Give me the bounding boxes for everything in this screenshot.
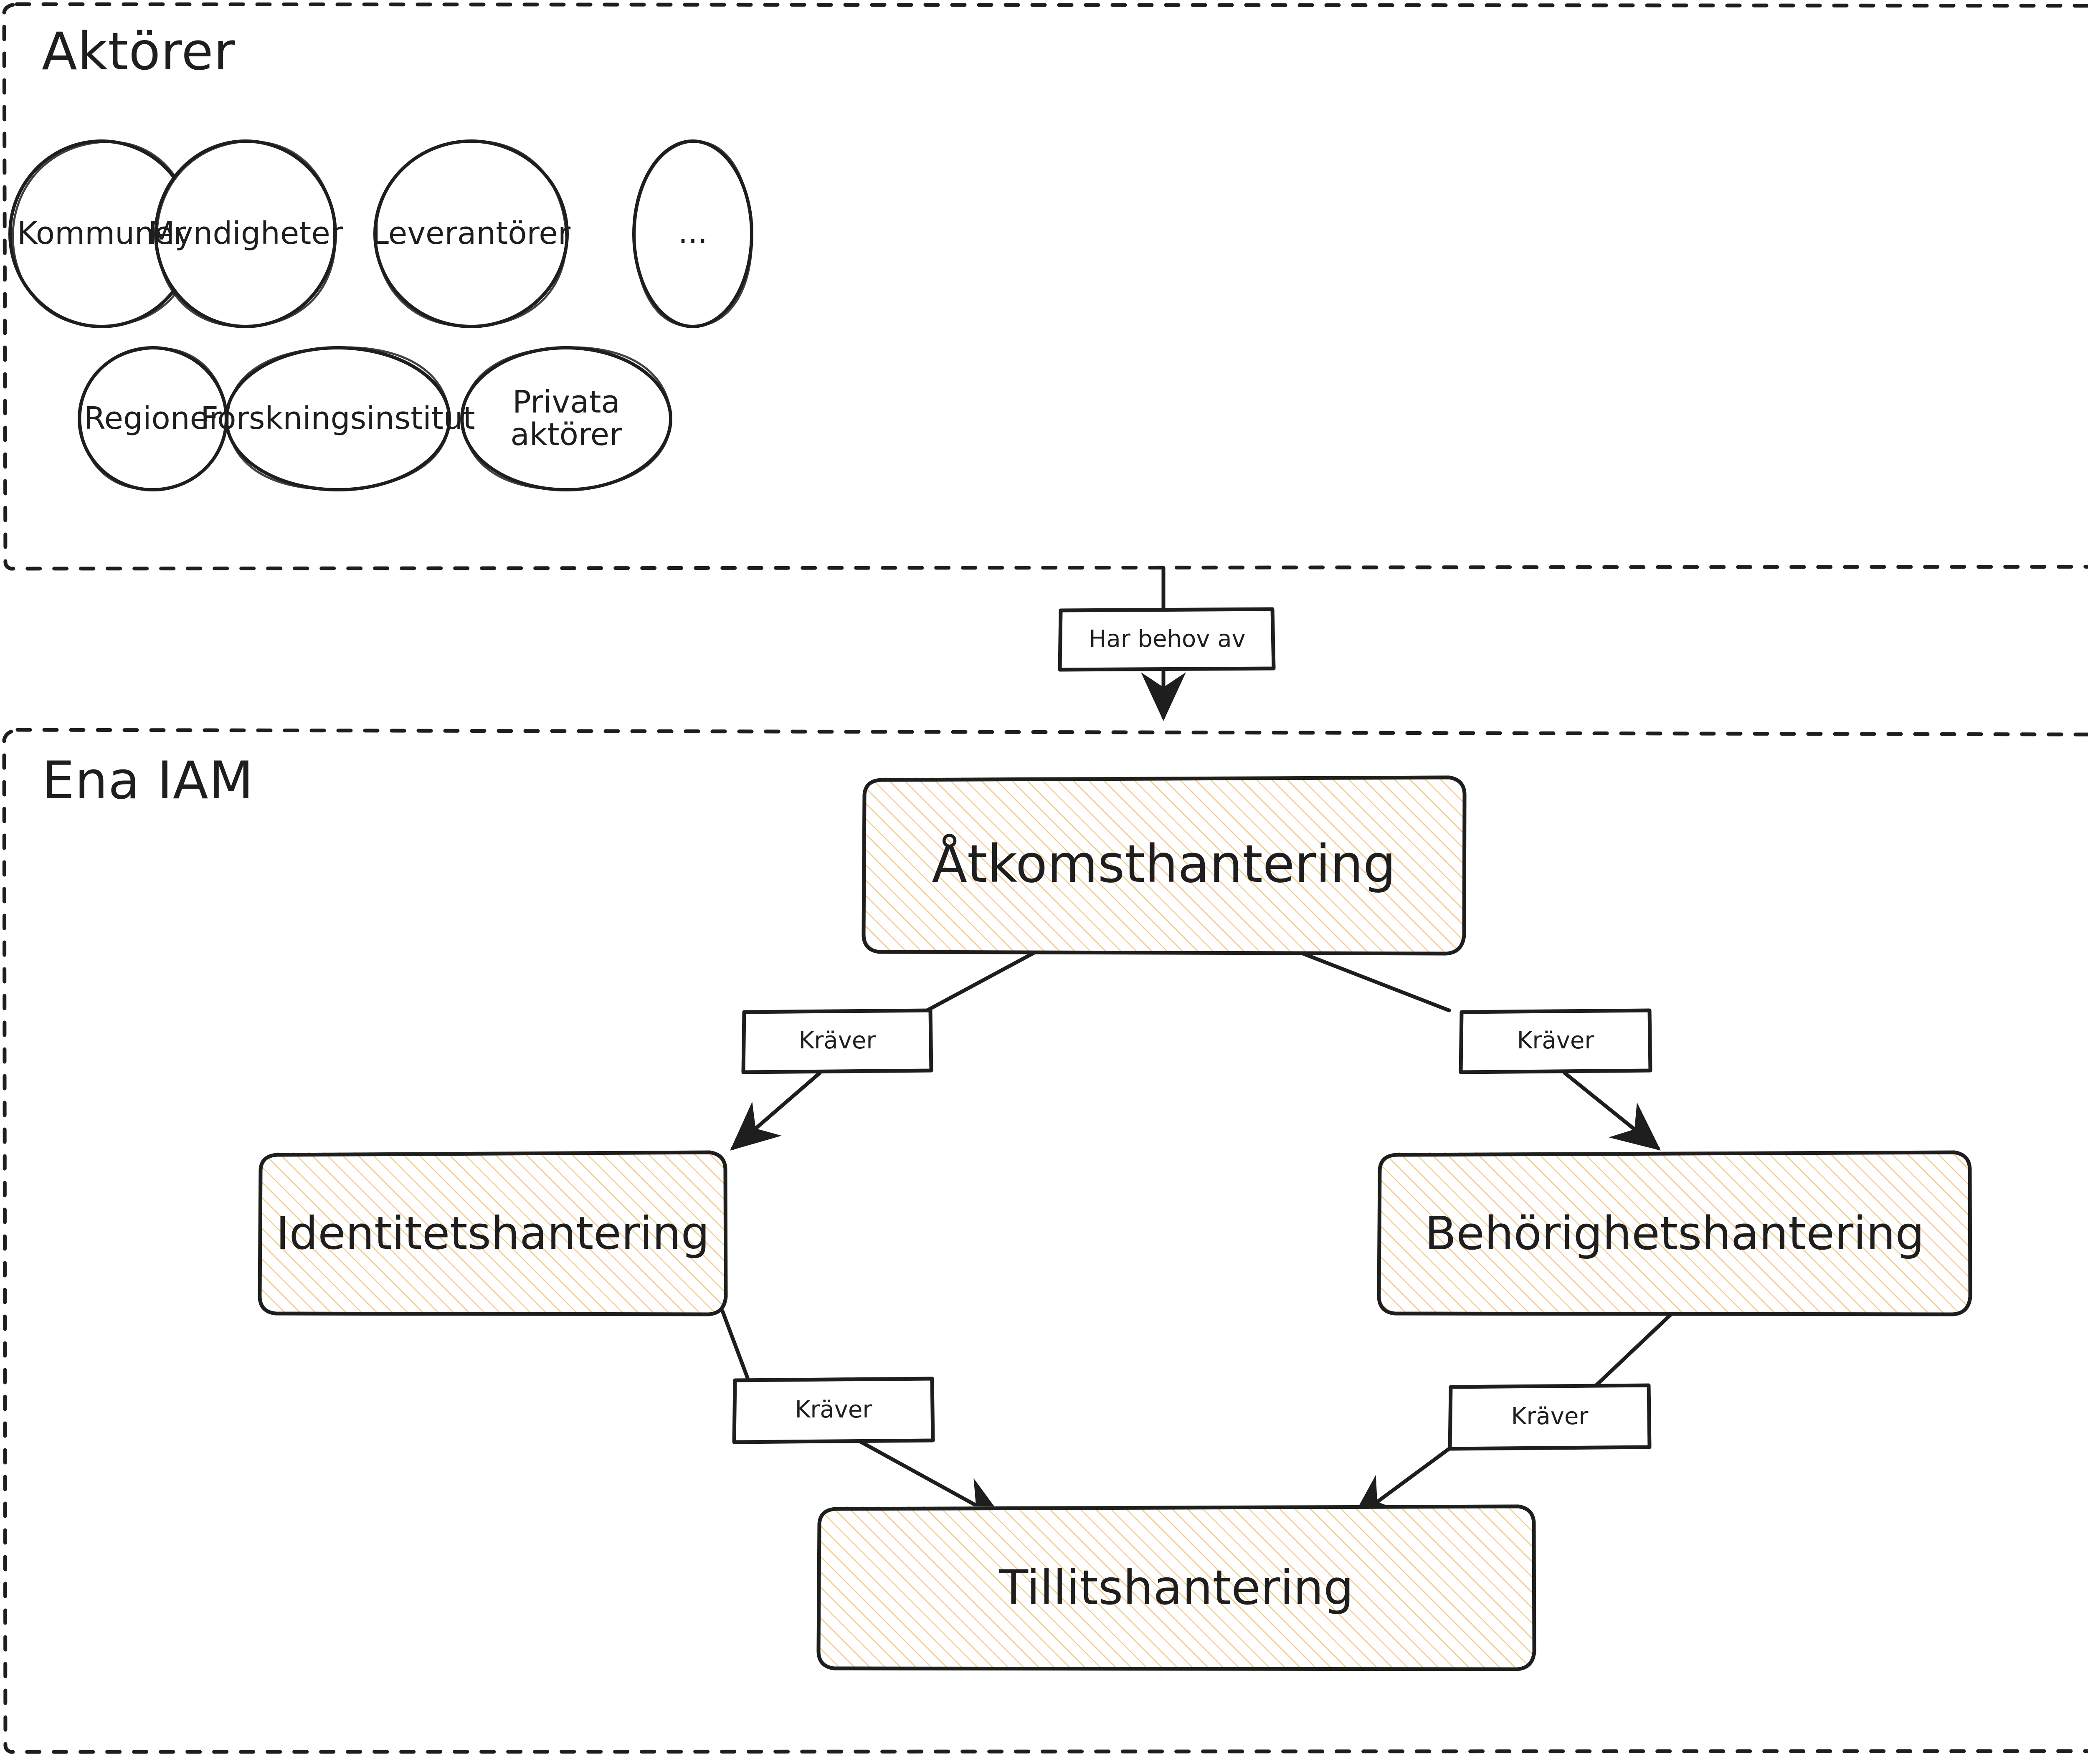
ena-iam-node-boxes [258, 775, 1972, 1671]
label-box-kraver-br[interactable] [1448, 1383, 1652, 1451]
actor-ellipses [8, 139, 753, 491]
box-behorighetshantering[interactable] [1377, 1150, 1972, 1316]
ellipse-ellipsis[interactable] [632, 139, 753, 328]
group-title-aktorer: Aktörer [42, 22, 236, 82]
group-title-ena-iam: Ena IAM [42, 751, 254, 811]
group-frame-ena-iam [2, 728, 2088, 1754]
group-frame-aktorer [2, 2, 2088, 571]
label-box-kraver-bl[interactable] [732, 1377, 935, 1444]
ellipse-myndigheter[interactable] [154, 139, 337, 328]
label-box-kraver-right[interactable] [1459, 1008, 1652, 1074]
ellipse-regioner[interactable] [78, 346, 228, 491]
box-atkomsthantering[interactable] [862, 775, 1467, 956]
edge-label-boxes [732, 1008, 1652, 1451]
edge-har-behov-av [1058, 566, 1276, 721]
ellipse-privata-aktorer[interactable] [460, 346, 672, 491]
label-box-kraver-left[interactable] [741, 1008, 933, 1074]
ellipse-forskningsinstitut[interactable] [225, 346, 451, 491]
box-tillitshantering[interactable] [816, 1504, 1536, 1671]
box-identitetshantering[interactable] [258, 1150, 728, 1316]
ellipse-leverantorer[interactable] [373, 139, 569, 328]
